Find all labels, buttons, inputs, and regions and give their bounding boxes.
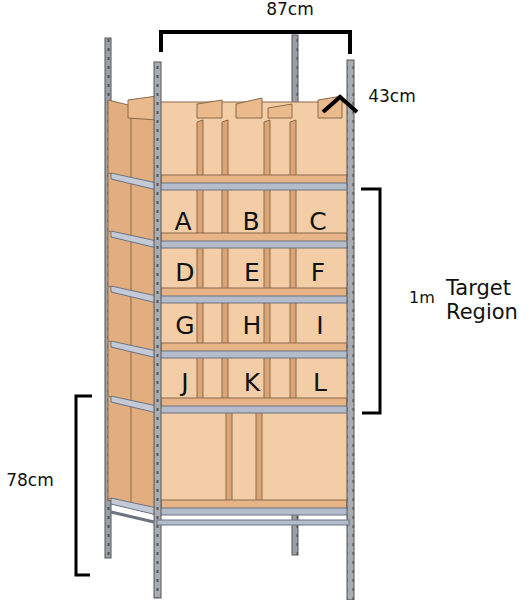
bin-seam bbox=[130, 239, 131, 294]
bin-letter: D bbox=[175, 259, 194, 288]
bin-letter: K bbox=[244, 369, 260, 398]
shelf bbox=[157, 351, 349, 358]
shelf bbox=[157, 241, 349, 248]
region-label: Target Region bbox=[446, 276, 526, 324]
bin-letter: C bbox=[309, 208, 326, 237]
dimension-label: 78cm bbox=[6, 471, 54, 491]
shelf-side bbox=[111, 341, 157, 358]
shelf-side bbox=[111, 231, 157, 248]
bin-letter: L bbox=[313, 369, 327, 398]
shelf-side bbox=[111, 173, 157, 190]
bin-seam bbox=[130, 294, 131, 349]
bin-letter: H bbox=[243, 312, 262, 341]
shelf-side bbox=[111, 396, 157, 413]
bin-letter: F bbox=[311, 259, 325, 288]
dimension-label: 1m bbox=[409, 289, 435, 307]
shelf bbox=[157, 508, 349, 515]
shelf bbox=[157, 296, 349, 303]
shelf-side bbox=[111, 286, 157, 303]
bin-seam bbox=[130, 114, 131, 181]
dimension-label: 43cm bbox=[368, 87, 416, 107]
bin-letter: G bbox=[175, 312, 194, 341]
bin-seam bbox=[130, 404, 131, 506]
bin-divider bbox=[256, 410, 262, 510]
bin-letter: I bbox=[316, 312, 323, 341]
bin-letter: B bbox=[242, 208, 259, 237]
bin-divider bbox=[226, 410, 232, 510]
bin-letter: A bbox=[174, 208, 191, 237]
bin-seam bbox=[130, 349, 131, 404]
bin-letter: E bbox=[244, 259, 260, 288]
dimension-label: 87cm bbox=[266, 0, 314, 20]
shelf bbox=[157, 183, 349, 190]
bin-seam bbox=[130, 181, 131, 239]
bin-letter: J bbox=[181, 369, 188, 398]
shelf bbox=[157, 406, 349, 413]
